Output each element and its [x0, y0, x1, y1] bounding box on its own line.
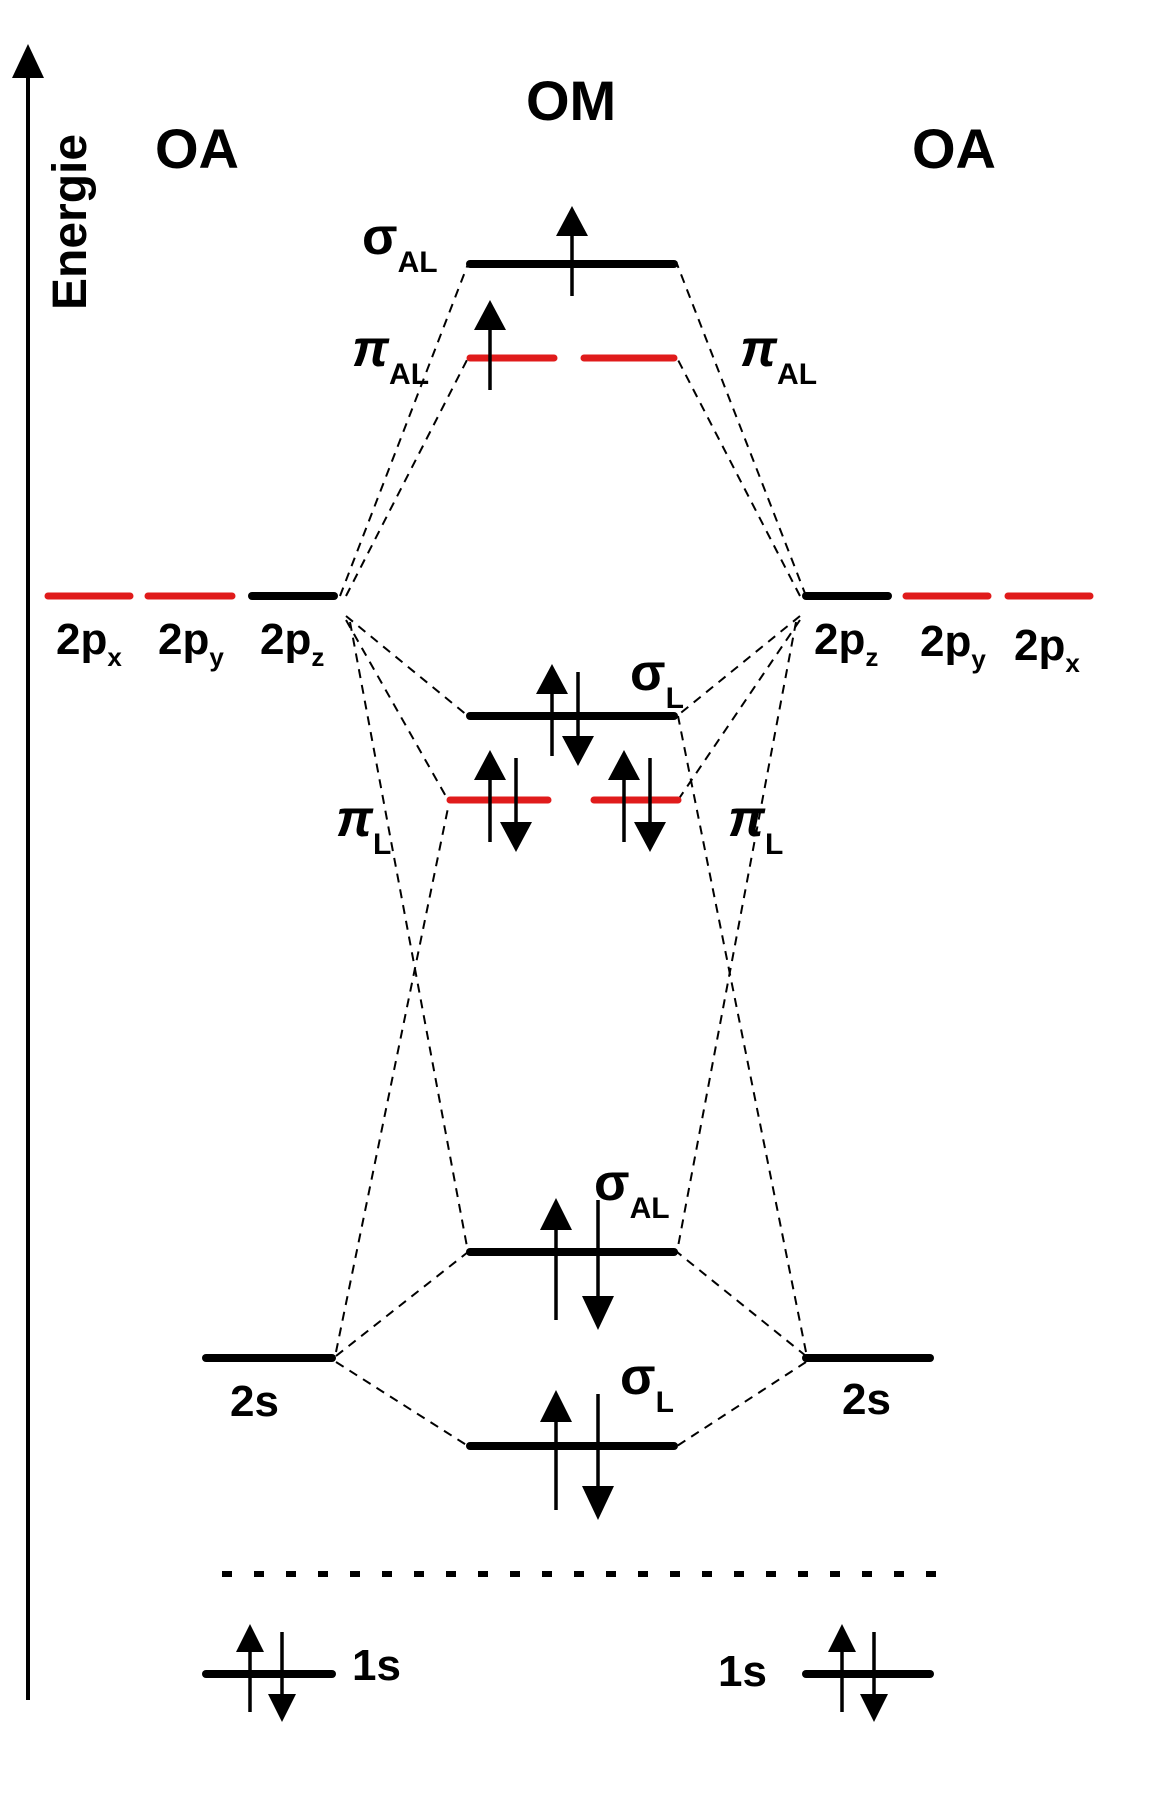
mo-label-right: πL: [728, 790, 783, 861]
right-2py-label: 2py: [920, 617, 986, 674]
left-1s: 1s: [202, 1624, 401, 1722]
mo-label-left: πL: [336, 790, 391, 861]
right-1s-label: 1s: [718, 1647, 767, 1696]
energy-axis: Energie: [12, 44, 97, 1700]
axis-label: Energie: [44, 134, 97, 310]
header-om: OM: [526, 69, 616, 132]
left-2s-label: 2s: [230, 1377, 279, 1426]
left-1s-label: 1s: [352, 1641, 401, 1690]
axis-arrowhead: [12, 44, 44, 78]
header-left-oa: OA: [155, 117, 239, 180]
left-2px-label: 2px: [56, 615, 122, 672]
right-2pz-label: 2pz: [814, 615, 878, 672]
mo-label: σL: [620, 1348, 674, 1419]
left-2p-labels: 2px 2py 2pz: [56, 615, 324, 672]
left-2py-label: 2py: [158, 615, 224, 672]
right-1s: 1s: [718, 1624, 934, 1722]
mo-label-left: πAL: [352, 320, 429, 391]
right-2p-labels: 2pz 2py 2px: [814, 615, 1080, 678]
mo-sigma-antibonding-2s: σAL: [466, 1154, 678, 1330]
mo-label: σAL: [362, 208, 438, 279]
mo-label: σL: [630, 644, 684, 715]
right-2px-label: 2px: [1014, 621, 1080, 678]
mo-pi-antibonding-2p: πAL πAL: [352, 300, 817, 391]
mo-pi-bonding-2p: πL πL: [336, 750, 783, 861]
mo-label: σAL: [594, 1154, 670, 1225]
correlation-lines: [335, 263, 807, 1447]
left-2pz-label: 2pz: [260, 615, 324, 672]
mo-sigma-bonding-2p: σL: [466, 644, 684, 766]
mo-label-right: πAL: [740, 320, 817, 391]
mo-sigma-bonding-2s: σL: [466, 1348, 678, 1520]
mo-sigma-antibonding-2p: σAL: [362, 206, 678, 296]
header-right-oa: OA: [912, 117, 996, 180]
right-2s-label: 2s: [842, 1375, 891, 1424]
